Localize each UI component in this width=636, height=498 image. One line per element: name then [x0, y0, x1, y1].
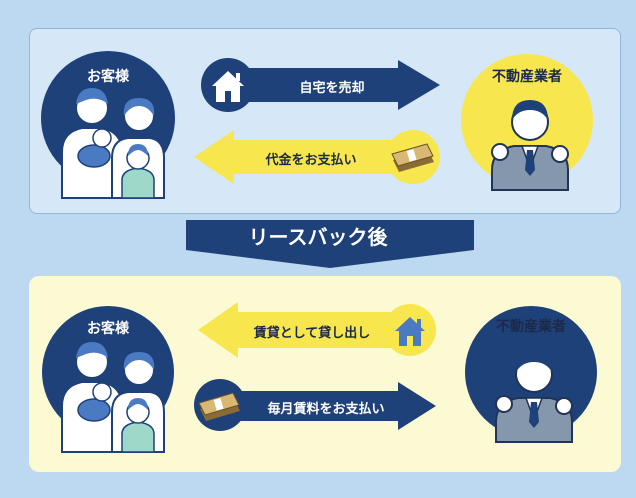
arrow-lease-text: 賃貸として貸し出し: [253, 326, 371, 341]
money-bundle-icon: [391, 143, 434, 172]
arrow-sell: [212, 60, 440, 110]
house-icon: [212, 71, 244, 102]
realtor-label-bottom: 不動産業者: [496, 319, 566, 335]
house-icon: [395, 317, 425, 346]
arrow-pay-text: 代金をお支払い: [265, 153, 357, 168]
customer-label-top: お客様: [87, 69, 129, 85]
transition-band: [186, 220, 474, 268]
arrow-sell-text: 自宅を売却: [299, 81, 365, 96]
arrow-rent: [226, 382, 436, 430]
arrow-pay: [194, 130, 420, 184]
transition-label: リースバック後: [248, 225, 388, 249]
arrow-rent-text: 毎月賃料をお支払い: [267, 402, 385, 417]
customer-label-bottom: お客様: [87, 321, 129, 337]
realtor-label-top: 不動産業者: [492, 69, 562, 85]
money-bundle-icon: [198, 392, 240, 421]
arrow-lease: [198, 302, 412, 358]
